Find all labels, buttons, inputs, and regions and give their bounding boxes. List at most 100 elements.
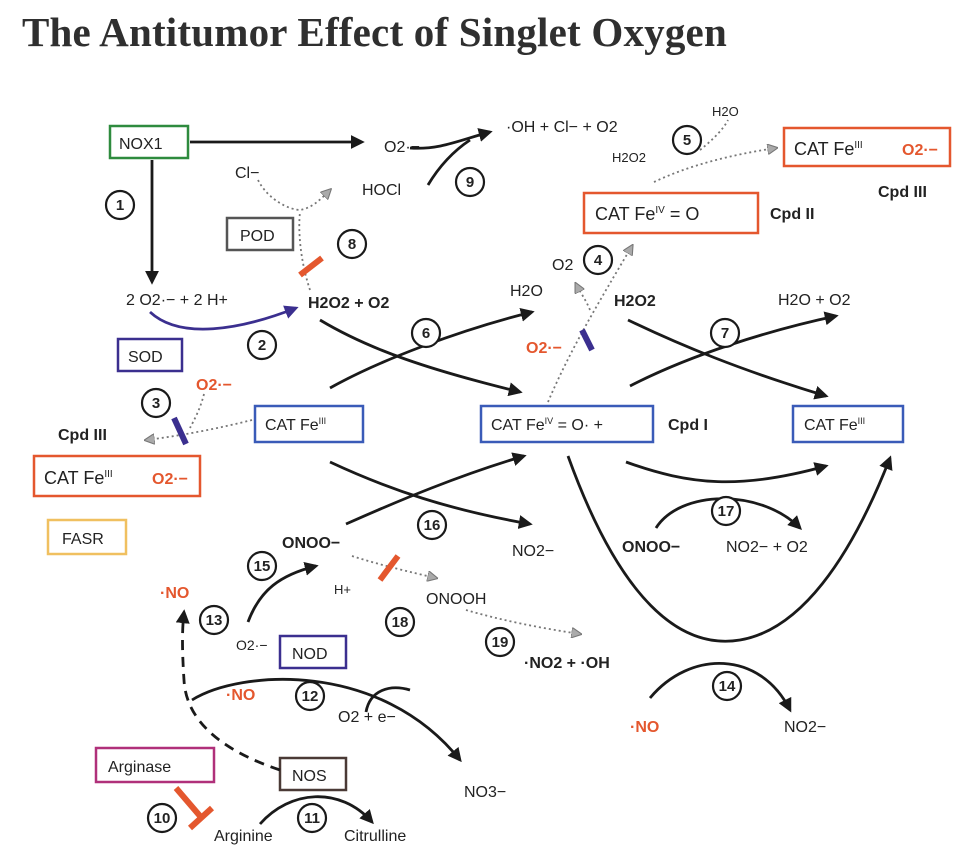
cat-fe3-mid-label: CAT FeIII bbox=[265, 416, 326, 434]
arrow-step12 bbox=[191, 678, 462, 763]
step-7-label: 7 bbox=[721, 325, 729, 342]
o2-mid-label: O2 bbox=[552, 257, 573, 274]
inhibit-bar-18 bbox=[377, 554, 401, 582]
cl-minus-label: Cl− bbox=[235, 165, 259, 182]
nox1-label: NOX1 bbox=[119, 136, 163, 153]
arrow-step12-o2 bbox=[364, 686, 411, 713]
no-red-bottom-label: ·NO bbox=[630, 719, 659, 736]
no-red-mid-label: ·NO bbox=[226, 687, 255, 704]
step-14-label: 14 bbox=[719, 678, 736, 695]
cat-fe3-o2-box-top bbox=[782, 126, 952, 168]
cat-fe3-left-o2: O2·− bbox=[152, 471, 188, 488]
cat-fe3-box-mid bbox=[253, 404, 365, 444]
h2o2-o2-label: H2O2 + O2 bbox=[308, 295, 389, 312]
nod-label: NOD bbox=[292, 646, 328, 663]
arrow-step17-a bbox=[625, 460, 829, 484]
dotted-h2o2-pod bbox=[298, 211, 311, 291]
arrow-step16-a bbox=[329, 460, 533, 529]
no2-minus-mid-label: NO2− bbox=[512, 543, 554, 560]
step-circles bbox=[104, 124, 743, 834]
cat-fe3-top-label: CAT FeIII bbox=[794, 139, 863, 159]
step-18-label: 18 bbox=[392, 614, 409, 631]
arrow-step2-sod bbox=[149, 305, 299, 331]
h2o-o2-right-label: H2O + O2 bbox=[778, 292, 851, 309]
cpd-ii-label: Cpd II bbox=[770, 206, 814, 223]
fasr-label: FASR bbox=[62, 531, 104, 548]
arrow-step14-cross bbox=[648, 661, 792, 713]
no2-minus-bottom-label: NO2− bbox=[784, 719, 826, 736]
cat-fe3-top-o2: O2·− bbox=[902, 142, 938, 159]
step-15-label: 15 bbox=[254, 558, 271, 575]
arrow-step11 bbox=[258, 795, 374, 825]
fasr-box bbox=[46, 518, 128, 556]
onooh-label: ONOOH bbox=[426, 591, 486, 608]
h2o2-top-label: H2O2 bbox=[612, 150, 646, 165]
step-13-label: 13 bbox=[206, 612, 223, 629]
sod-box bbox=[116, 337, 184, 373]
two-o2-2h-label: 2 O2·− + 2 H+ bbox=[126, 292, 228, 309]
hocl-label: HOCl bbox=[362, 182, 401, 199]
dotted-step4-o2 bbox=[576, 284, 591, 311]
dotted-step3-o2 bbox=[189, 393, 205, 429]
step-5-label: 5 bbox=[683, 132, 691, 149]
arrow-step15 bbox=[246, 561, 319, 623]
oh-cl-o2-label: ·OH + Cl− + O2 bbox=[506, 119, 618, 136]
cpd-i-label: Cpd I bbox=[668, 417, 708, 434]
o2-minus-red-mid: O2·− bbox=[526, 340, 562, 357]
arginine-label: Arginine bbox=[214, 828, 273, 845]
no2-o2-right-label: NO2− + O2 bbox=[726, 539, 808, 556]
cat-fe4o-label: CAT FeIV = O bbox=[595, 204, 699, 224]
nos-label: NOS bbox=[292, 768, 327, 785]
step-3-label: 3 bbox=[152, 395, 160, 412]
arrow-step16-b bbox=[345, 452, 527, 526]
step-9-label: 9 bbox=[466, 174, 474, 191]
step-8-label: 8 bbox=[348, 236, 356, 253]
h2o-mid-label: H2O bbox=[510, 283, 543, 300]
onoo-left-label: ONOO− bbox=[282, 535, 340, 552]
cat-fe3-left-label: CAT FeIII bbox=[44, 468, 113, 488]
dotted-cl-pod bbox=[257, 179, 330, 211]
step-16-label: 16 bbox=[424, 517, 441, 534]
arginase-box bbox=[94, 746, 216, 784]
o2-e-label: O2 + e− bbox=[338, 709, 396, 726]
pod-box bbox=[225, 216, 295, 252]
dotted-step3 bbox=[146, 419, 253, 440]
step-11-label: 11 bbox=[304, 810, 320, 827]
h2o-top-label: H2O bbox=[712, 104, 739, 119]
step-6-label: 6 bbox=[422, 325, 430, 342]
arrow-step7-a bbox=[627, 318, 829, 400]
dotted-step5 bbox=[653, 148, 776, 183]
onoo-right-label: ONOO− bbox=[622, 539, 680, 556]
sod-label: SOD bbox=[128, 349, 163, 366]
arrow-hocl-to-oh bbox=[426, 138, 471, 186]
o2-minus-red-left: O2·− bbox=[196, 377, 232, 394]
nos-box bbox=[278, 756, 348, 792]
step-17-label: 17 bbox=[718, 503, 735, 520]
step-1-label: 1 bbox=[116, 197, 124, 214]
cat-fe4-radical-box bbox=[479, 404, 655, 444]
dotted-step19 bbox=[465, 609, 580, 634]
arginase-inhibit-line bbox=[173, 786, 203, 818]
cat-fe3-right-label: CAT FeIII bbox=[804, 416, 865, 434]
arrow-step6-a bbox=[319, 318, 523, 397]
page-title: The Antitumor Effect of Singlet Oxygen bbox=[22, 9, 727, 55]
nod-box bbox=[278, 634, 348, 670]
inhibit-bar-4 bbox=[579, 328, 595, 352]
step-4-label: 4 bbox=[594, 252, 603, 269]
no2-oh-label: ·NO2 + ·OH bbox=[524, 655, 610, 672]
cat-fe3-o2-box-left bbox=[32, 454, 202, 498]
step-10-label: 10 bbox=[154, 810, 171, 827]
step-19-label: 19 bbox=[492, 634, 509, 651]
pod-label: POD bbox=[240, 228, 275, 245]
cat-fe4-radical-label: CAT FeIV = O· + bbox=[491, 416, 603, 434]
inhibit-bar-8 bbox=[298, 255, 324, 278]
step-12-label: 12 bbox=[302, 688, 319, 705]
h2o2-mid-label: H2O2 bbox=[614, 293, 656, 310]
dotted-step5-h2o bbox=[699, 119, 729, 151]
citrulline-label: Citrulline bbox=[344, 828, 406, 845]
step-2-label: 2 bbox=[258, 337, 266, 354]
arrow-step14-v bbox=[566, 455, 893, 643]
o2-minus-nod-label: O2·− bbox=[236, 637, 268, 653]
cpd-iii-left-label: Cpd III bbox=[58, 427, 107, 444]
